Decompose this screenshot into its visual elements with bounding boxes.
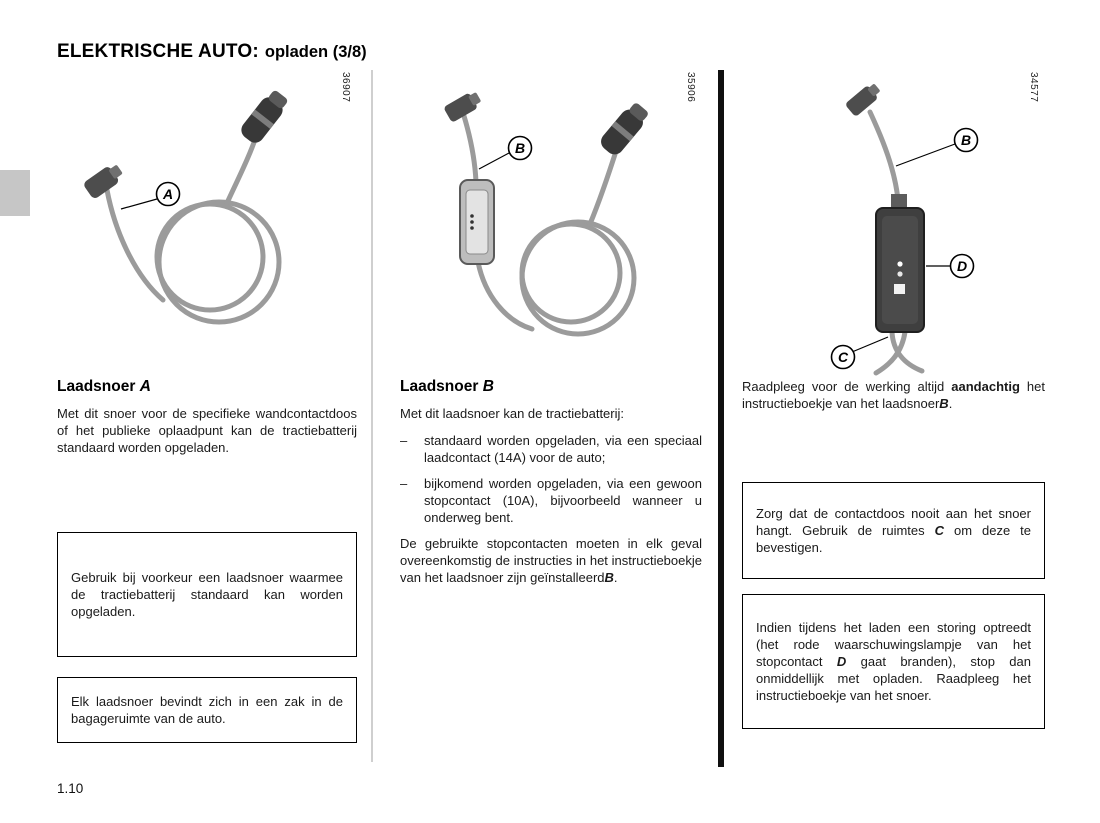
cable-coil	[104, 131, 282, 325]
callout-letter-b: B	[515, 140, 525, 156]
note-socket-1: Zorg dat de contactdoos nooit aan het sn…	[756, 506, 1031, 538]
figure-cable-detail: B D C 34577	[742, 70, 1045, 378]
intro-text-1: Raadpleeg voor de werking altijd	[742, 379, 952, 394]
note-fault-letter: D	[836, 654, 847, 669]
column-cable-a: A 36907 Laadsnoer A Met dit snoer voor d…	[57, 70, 357, 743]
bullet-text: bijkomend worden opgeladen, via een gewo…	[424, 476, 702, 525]
page-title-sub: opladen (3/8)	[264, 43, 367, 61]
outro-text-1: De gebruikte stopcontacten moeten in elk…	[400, 536, 702, 585]
domestic-plug-icon	[846, 84, 880, 116]
note-box-socket: Zorg dat de contactdoos nooit aan het sn…	[742, 482, 1045, 579]
callout-b: B	[895, 127, 979, 167]
domestic-plug-icon	[84, 165, 123, 198]
cable-detail-illustration: B D C	[830, 84, 979, 376]
ev-connector-icon	[601, 103, 648, 155]
callout-b: B	[478, 135, 533, 170]
control-box-icon	[459, 179, 495, 265]
note-socket-letter: C	[934, 523, 944, 538]
page-title: ELEKTRISCHE AUTO: opladen (3/8)	[57, 28, 367, 65]
intro-emphasis: aandachtig	[951, 379, 1020, 394]
callout-d: D	[926, 253, 975, 279]
warning-led	[897, 261, 903, 267]
bullet-dash: –	[400, 476, 408, 491]
outro-letter: B	[604, 570, 614, 585]
cable-b-illustration: B	[444, 92, 648, 337]
cable-lines	[867, 109, 925, 376]
column-cable-b: B 35906 Laadsnoer B Met dit laadsnoer ka…	[400, 70, 702, 596]
note-storage-text: Elk laadsnoer bevindt zich in een zak in…	[71, 694, 343, 726]
column-divider-thick	[718, 70, 724, 767]
figure-number: 36907	[340, 72, 351, 103]
column-cable-detail: B D C 34577 Raadpleeg voor de werking al…	[742, 70, 1045, 729]
figure-number: 34577	[1028, 72, 1039, 103]
section-edge-tab	[0, 170, 30, 216]
note-fault-1: Indien tijdens het laden een storing opt…	[756, 620, 1031, 669]
heading-letter: B	[482, 378, 494, 395]
bullet-item-charge-standard: – standaard worden opgeladen, via een sp…	[400, 432, 702, 466]
note-socket-2: om deze te bevestigen.	[756, 523, 1031, 555]
bullet-item-charge-extra: – bijkomend worden opgeladen, via een ge…	[400, 475, 702, 526]
intro-text-3: .	[948, 396, 953, 411]
figure-cable-b: B 35906	[400, 70, 702, 378]
cable-coil	[461, 113, 637, 337]
note-socket-text: Zorg dat de contactdoos nooit aan het sn…	[756, 505, 1031, 556]
callout-letter-c: C	[838, 349, 849, 365]
heading-text: Laadsnoer	[400, 378, 483, 395]
control-box-icon	[875, 194, 925, 333]
heading-letter: A	[139, 378, 151, 395]
callout-a: A	[120, 181, 181, 210]
intro-text-2: het instructieboekje van het laadsnoer	[742, 379, 1045, 411]
cable-a-illustration: A	[84, 90, 288, 325]
callout-letter-b: B	[961, 132, 971, 148]
bullet-text: standaard worden opgeladen, via een spec…	[424, 433, 702, 465]
domestic-plug-icon	[444, 92, 481, 122]
intro-instructions: Raadpleeg voor de werking altijd aandach…	[742, 378, 1045, 412]
intro-letter: B	[939, 396, 949, 411]
intro-cable-b: Met dit laadsnoer kan de tractiebatterij…	[400, 406, 625, 421]
figure-number: 35906	[685, 72, 696, 103]
note-box-preferred-cable: Gebruik bij voorkeur een laadsnoer waarm…	[57, 532, 357, 657]
bullet-dash: –	[400, 433, 408, 448]
page-title-main: ELEKTRISCHE AUTO:	[57, 41, 259, 62]
callout-letter-d: D	[957, 258, 967, 274]
page-number: 1.10	[57, 781, 84, 796]
note-box-storage: Elk laadsnoer bevindt zich in een zak in…	[57, 677, 357, 743]
callout-c: C	[830, 336, 889, 370]
note-box-fault: Indien tijdens het laden een storing opt…	[742, 594, 1045, 729]
note-fault-text: Indien tijdens het laden een storing opt…	[756, 619, 1031, 704]
ev-connector-icon	[241, 90, 288, 143]
intro-cable-a: Met dit snoer voor de specifieke wandcon…	[57, 406, 357, 455]
box-label	[894, 284, 905, 294]
note-preferred-text: Gebruik bij voorkeur een laadsnoer waarm…	[71, 570, 343, 619]
status-led	[897, 271, 903, 277]
figure-cable-a: A 36907	[57, 70, 357, 378]
heading-text: Laadsnoer	[57, 378, 140, 395]
column-divider-thin	[371, 70, 373, 762]
note-fault-2: gaat branden), stop dan onmiddellijk met…	[756, 654, 1031, 703]
outro-text-2: .	[613, 570, 618, 585]
callout-letter-a: A	[162, 186, 173, 202]
outro-cable-b: De gebruikte stopcontacten moeten in elk…	[400, 535, 702, 586]
heading-laadsnoer-b: Laadsnoer B	[400, 378, 702, 396]
heading-laadsnoer-a: Laadsnoer A	[57, 378, 357, 396]
